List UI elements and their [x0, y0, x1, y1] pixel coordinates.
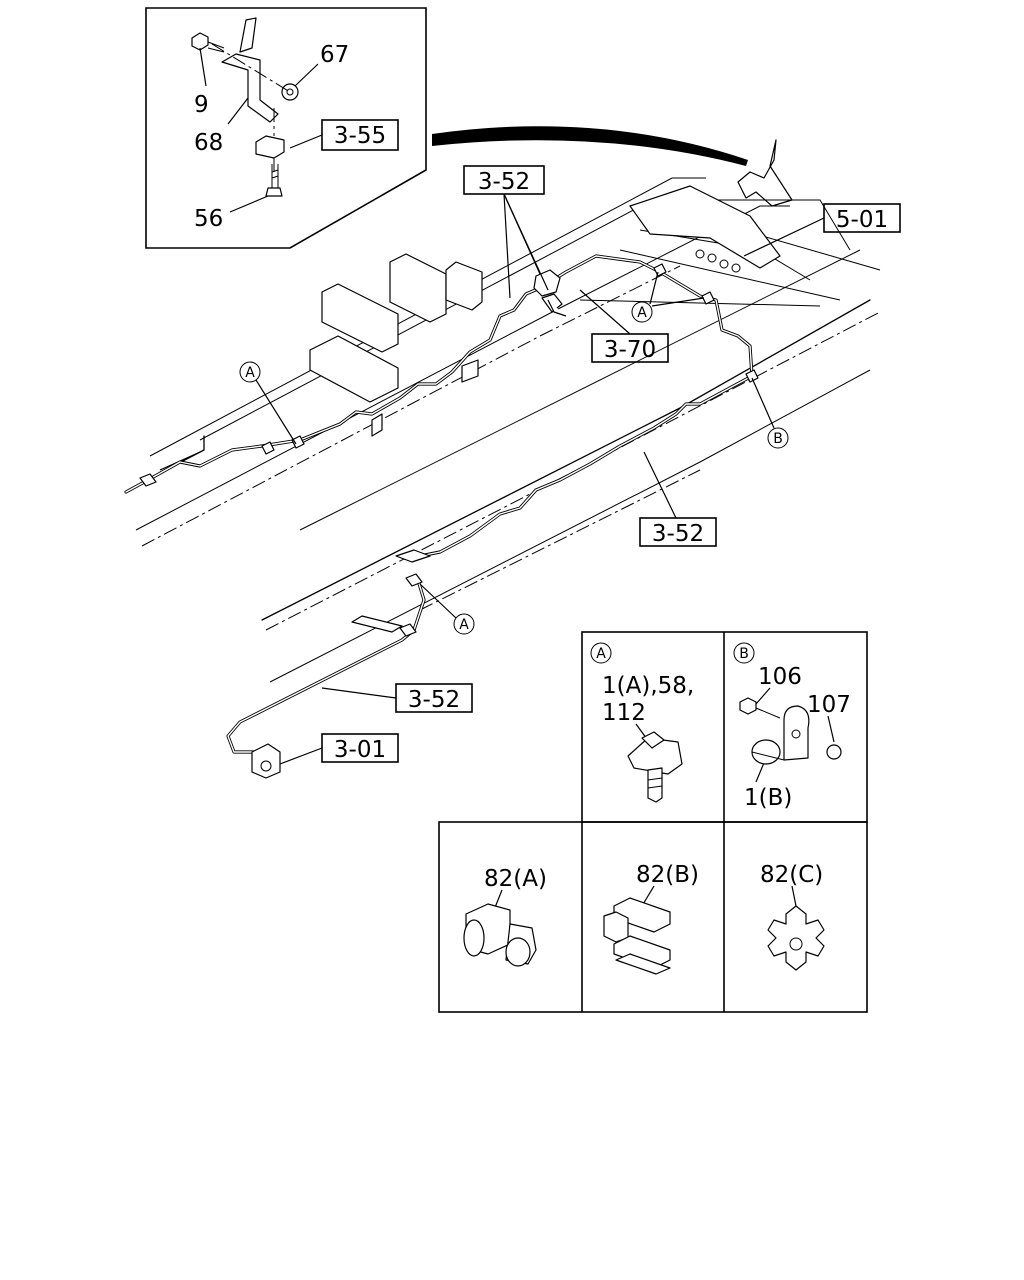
- panel-82c: 82(C): [760, 862, 825, 971]
- svg-text:A: A: [596, 646, 606, 662]
- svg-text:9: 9: [194, 92, 209, 118]
- marker-a-lower: A: [419, 583, 475, 635]
- svg-text:3-55: 3-55: [334, 123, 386, 149]
- inset-detail-frame: [145, 7, 427, 249]
- svg-text:B: B: [773, 431, 783, 447]
- marker-a-left: A: [239, 361, 297, 445]
- callout-3-70: 3-70: [579, 289, 669, 363]
- clip-82b-icon: [603, 897, 671, 975]
- inset-bolt: [191, 32, 225, 53]
- svg-text:82(A): 82(A): [484, 866, 547, 892]
- frame-bracket-detail: [737, 139, 793, 207]
- panel-b: B 106 107 1(B): [733, 642, 851, 811]
- brake-hose-fitting: [251, 743, 281, 779]
- callout-5-01: 5-01: [743, 203, 901, 257]
- bracket-1b-icon: [739, 697, 842, 765]
- panel-82a: 82(A): [463, 866, 547, 967]
- svg-text:82(B): 82(B): [636, 862, 699, 888]
- detail-grid: [438, 631, 868, 1013]
- panel-a: A 1(A),58, 112: [590, 642, 694, 803]
- callout-68: 68: [194, 97, 249, 156]
- svg-text:106: 106: [758, 664, 802, 690]
- inset-pointer-arrow: [432, 126, 748, 166]
- callout-56: 56: [194, 195, 269, 232]
- inset-clip: [255, 135, 285, 159]
- callout-3-55: 3-55: [289, 119, 399, 151]
- svg-text:3-70: 3-70: [604, 337, 656, 363]
- svg-text:112: 112: [602, 700, 646, 726]
- frame-rear-plate: [629, 185, 781, 273]
- svg-text:3-52: 3-52: [652, 521, 704, 547]
- svg-text:A: A: [637, 305, 647, 321]
- svg-text:A: A: [459, 617, 469, 633]
- callout-3-52-top: 3-52: [463, 165, 549, 299]
- svg-text:56: 56: [194, 206, 223, 232]
- clip-82a-icon: [463, 903, 537, 967]
- svg-text:5-01: 5-01: [836, 207, 888, 233]
- svg-text:68: 68: [194, 130, 223, 156]
- callout-67: 67: [294, 42, 349, 87]
- svg-text:1(B): 1(B): [744, 785, 792, 811]
- marker-a-mid: A: [631, 271, 705, 323]
- crossmember-blocks: [309, 253, 483, 437]
- svg-text:107: 107: [807, 692, 851, 718]
- inset-dash-line-1: [211, 43, 291, 93]
- panel-82b: 82(B): [603, 862, 699, 975]
- marker-b: B: [751, 377, 789, 449]
- brake-pipe-lower: [402, 374, 754, 560]
- svg-text:A: A: [245, 365, 255, 381]
- pipe-clips: [139, 263, 759, 637]
- svg-text:67: 67: [320, 42, 349, 68]
- svg-text:3-52: 3-52: [408, 687, 460, 713]
- inset-screw: [265, 164, 283, 197]
- clip-1a-icon: [627, 731, 683, 803]
- svg-text:3-52: 3-52: [478, 169, 530, 195]
- svg-text:82(C): 82(C): [760, 862, 823, 888]
- svg-text:1(A),58,: 1(A),58,: [602, 673, 694, 699]
- svg-text:3-01: 3-01: [334, 737, 386, 763]
- svg-text:B: B: [739, 646, 749, 662]
- callout-3-01: 3-01: [279, 733, 399, 765]
- callout-3-52-right: 3-52: [639, 451, 717, 547]
- pipe-junction-block: [533, 269, 567, 317]
- inset-nut: [281, 83, 299, 101]
- inset-bracket: [221, 17, 279, 123]
- brake-pipe-front: [226, 578, 426, 754]
- callout-3-52-bottom: 3-52: [321, 683, 473, 713]
- callout-9: 9: [194, 47, 209, 118]
- clip-82c-icon: [767, 905, 825, 971]
